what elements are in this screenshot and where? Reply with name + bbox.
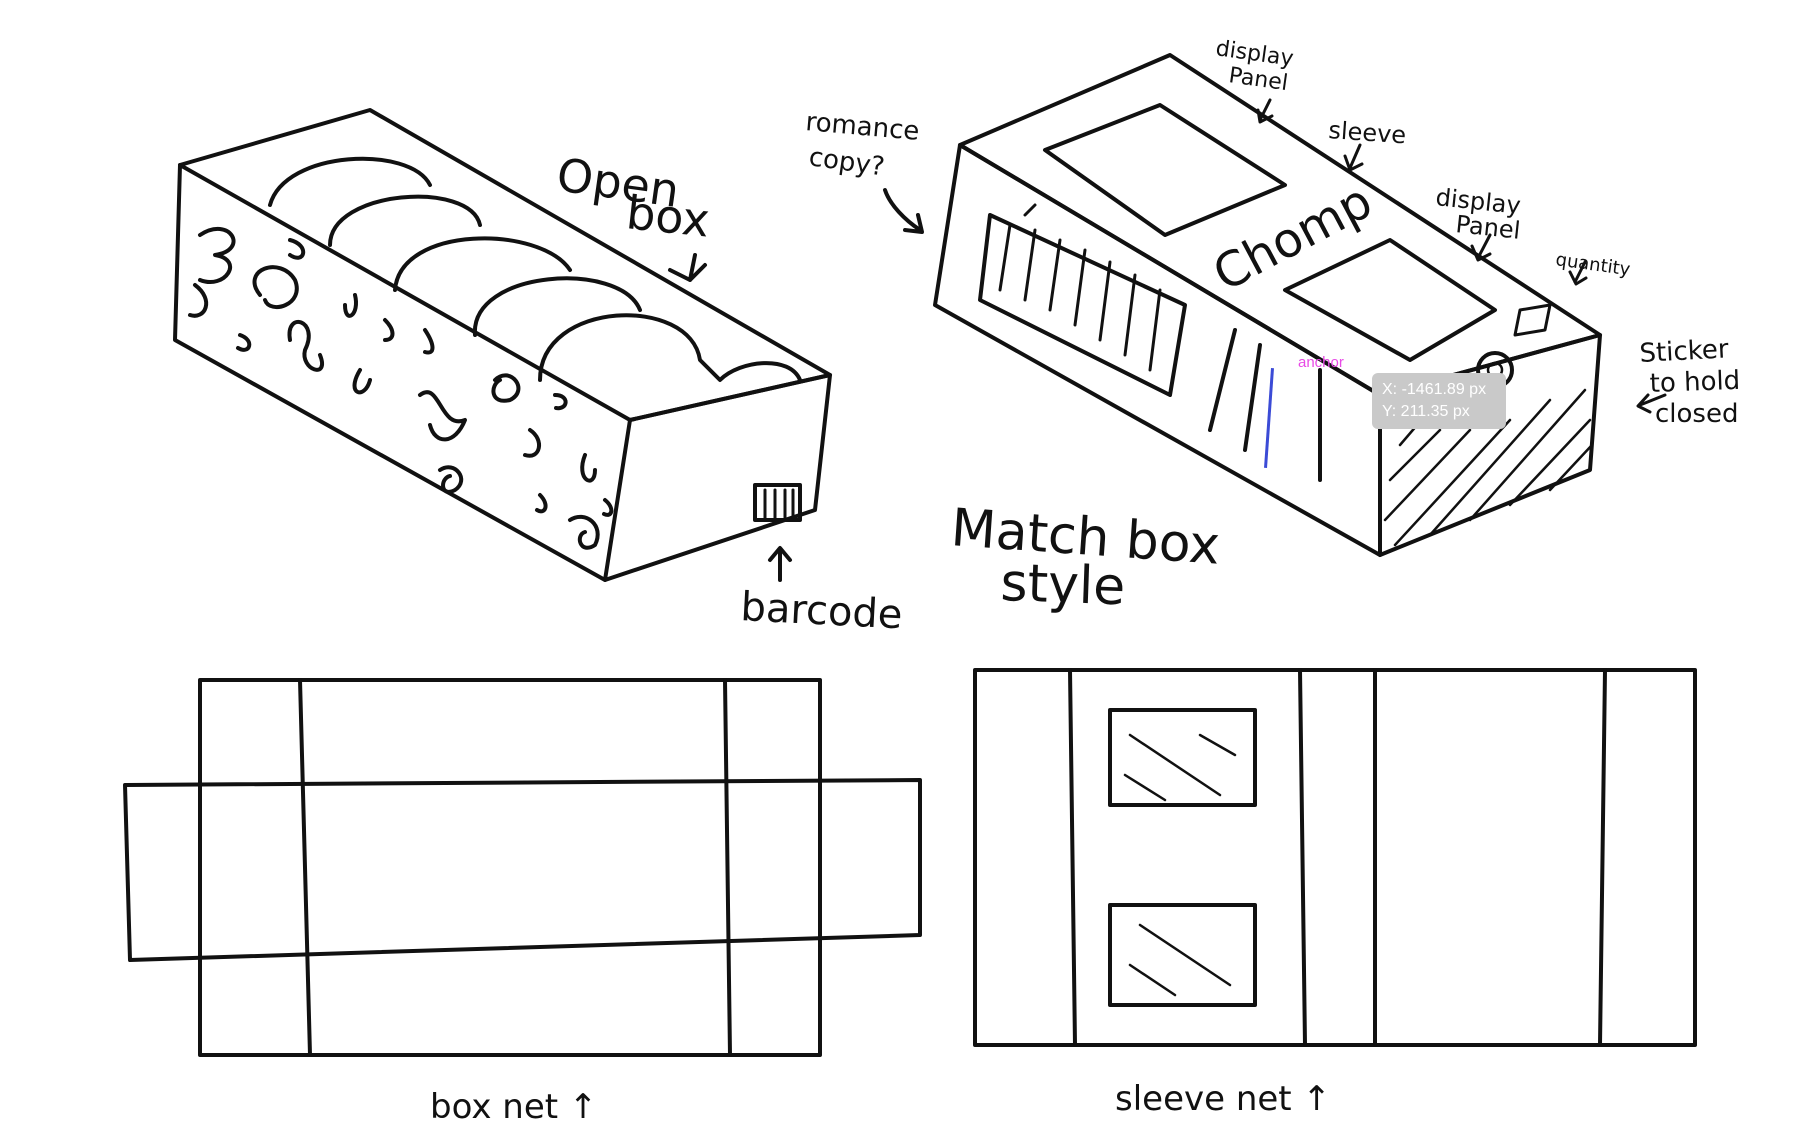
handwritten-labels: Open box barcode Match box style romance… [430,36,1741,1127]
y-coordinate: Y: 211.35 px [1382,403,1470,420]
label-sticker-2: to hold [1649,366,1740,399]
brand-wordmark: Chomp [1204,173,1381,303]
label-style: style [1000,553,1127,617]
label-copy: copy? [807,142,886,182]
label-display-panel-right-2: Panel [1454,210,1521,245]
label-open-box-2: box [624,185,712,247]
open-box-sketch [173,108,832,582]
label-sleeve: sleeve [1328,116,1407,149]
label-box-net: box net ↑ [430,1087,597,1127]
match-box-sketch [883,53,1667,557]
label-sticker-1: Sticker [1639,334,1730,369]
x-coordinate: X: -1461.89 px [1382,381,1487,398]
label-sticker-3: closed [1655,399,1738,429]
label-sleeve-net: sleeve net ↑ [1115,1079,1331,1119]
label-barcode: barcode [739,584,903,638]
coordinate-tooltip: X: -1461.89 px Y: 211.35 px [1372,373,1506,429]
sleeve-net-sketch [973,668,1697,1047]
label-romance: romance [804,107,920,147]
anchor-label: anchor [1298,354,1344,371]
box-net-sketch [123,678,922,1057]
label-quantity: quantity [1554,249,1632,280]
